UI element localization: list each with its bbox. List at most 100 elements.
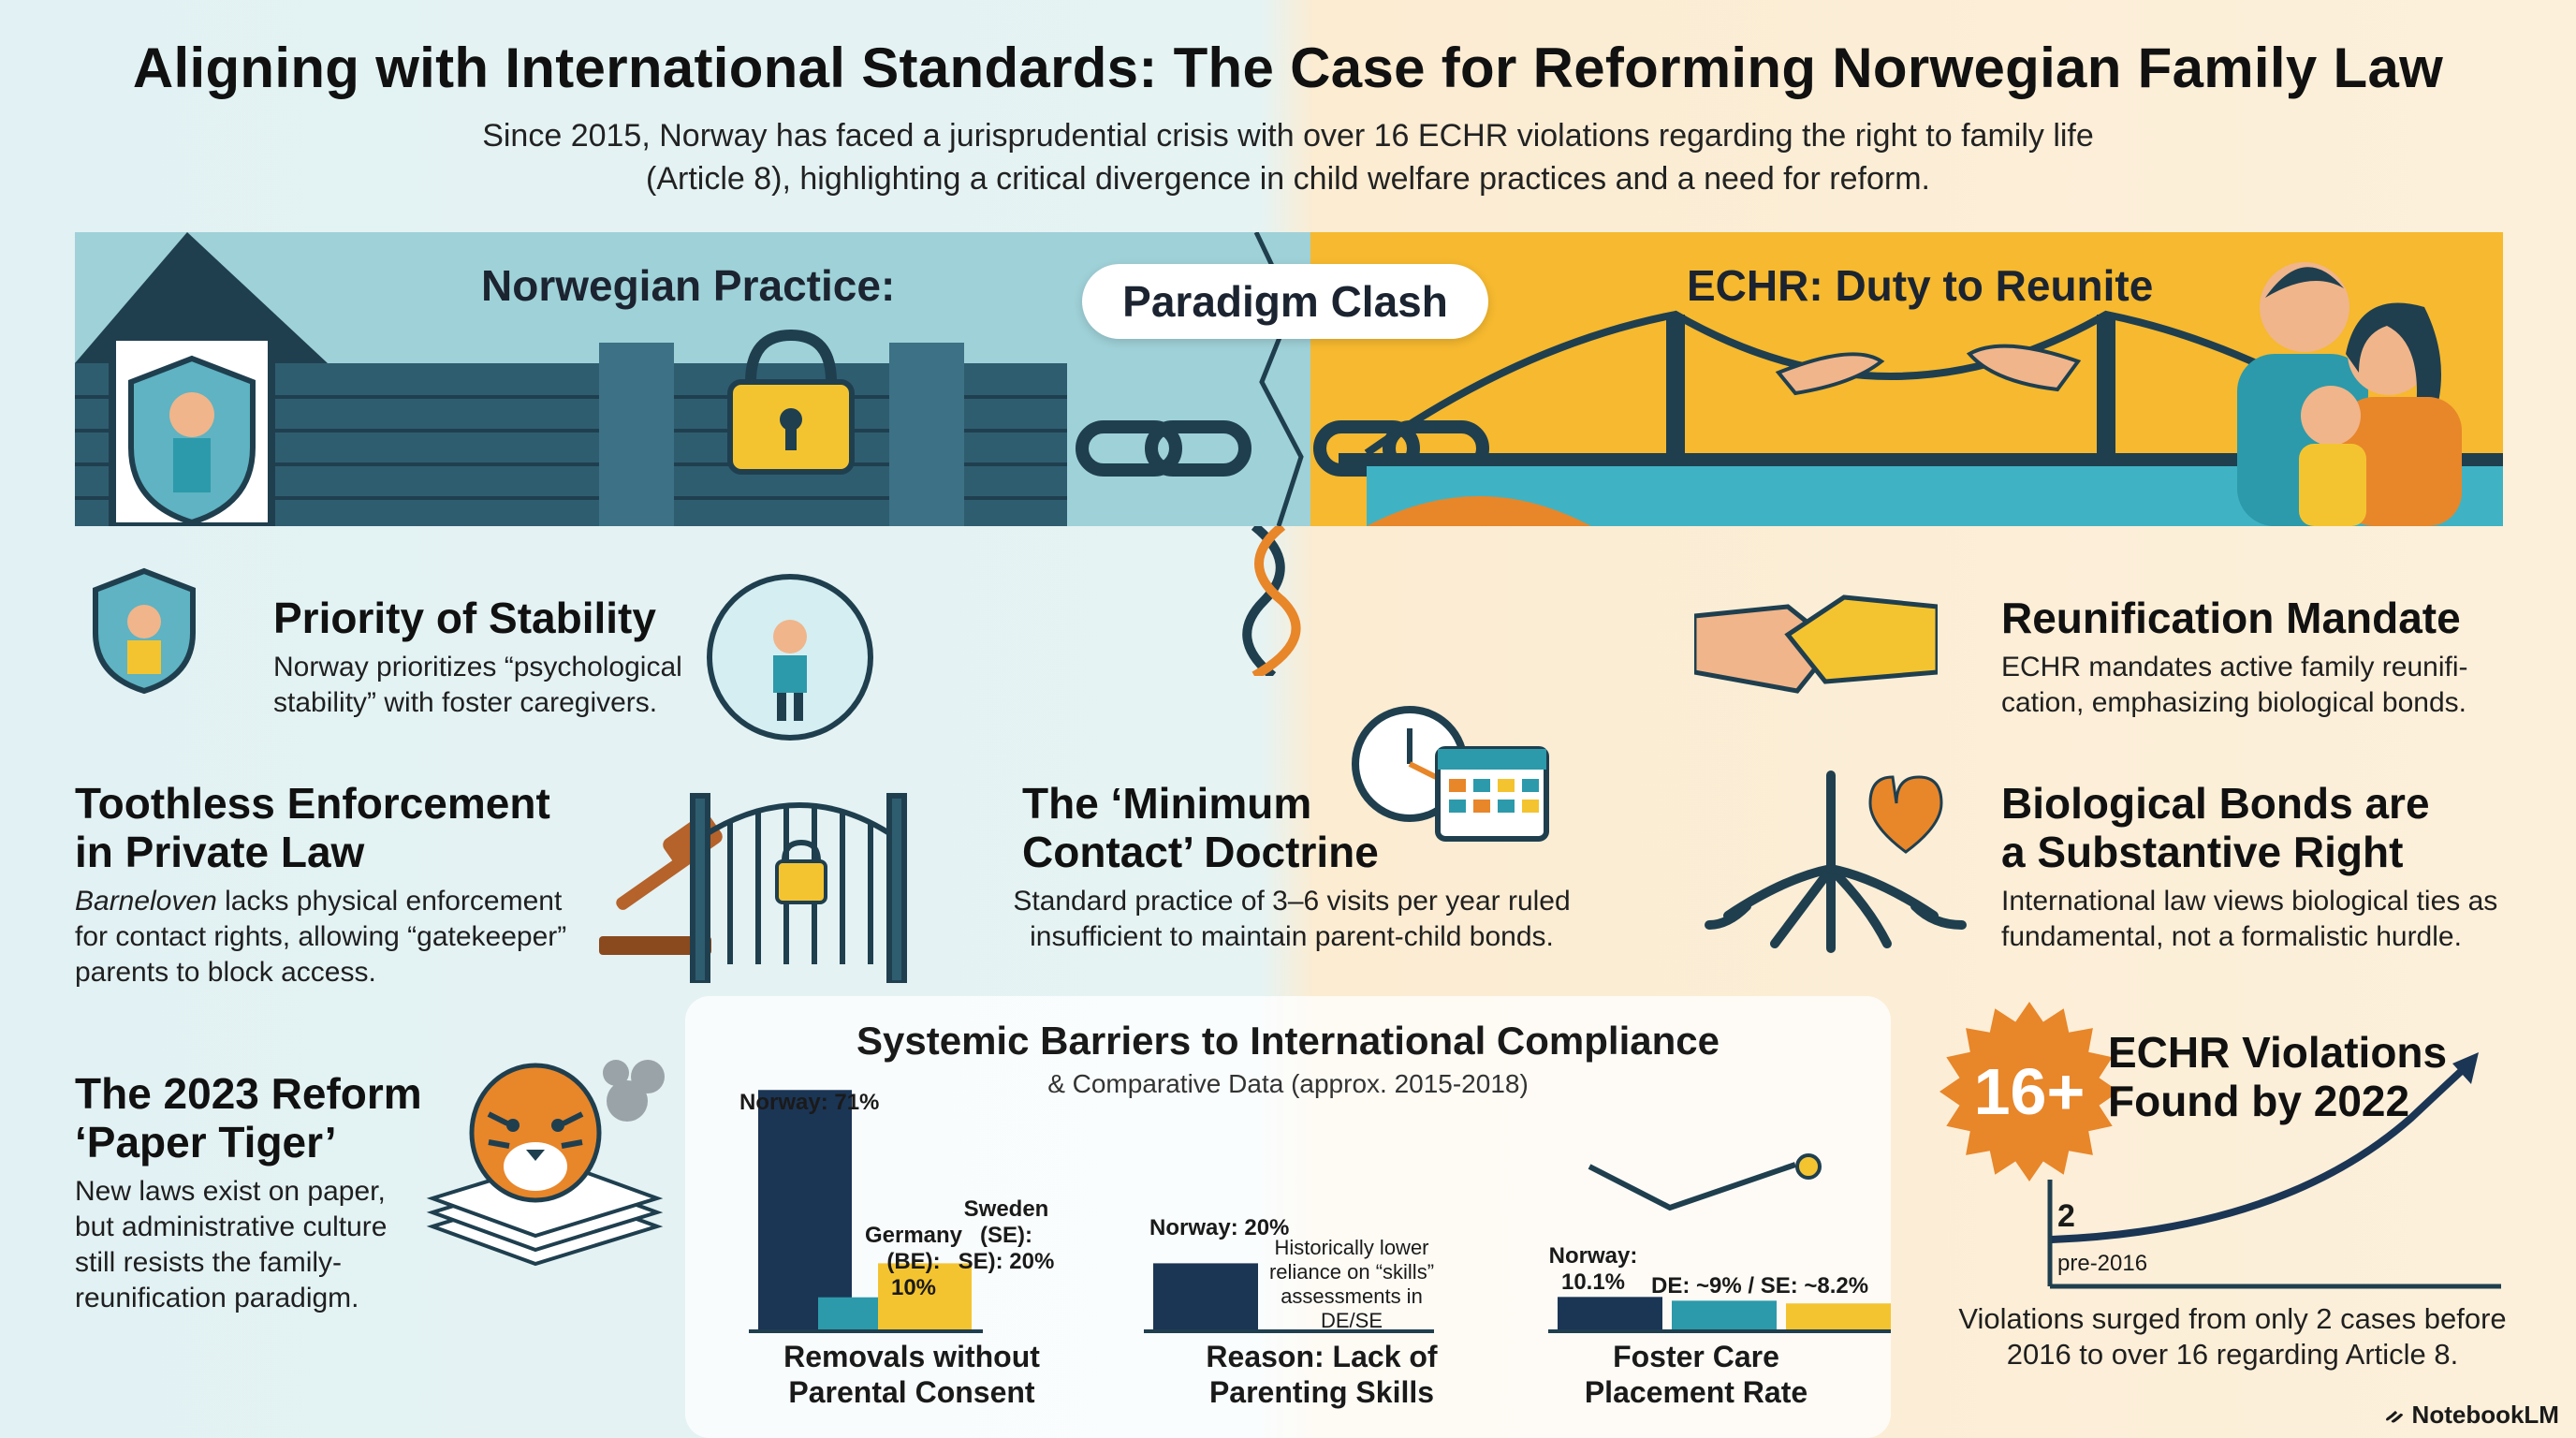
bar-label-norway-foster-line-1: Norway: <box>1548 1243 1638 1269</box>
biological-body: International law views biological ties … <box>2001 884 2497 955</box>
minimum-contact-title-line-1: The ‘Minimum <box>1022 779 1312 828</box>
shield-child-icon <box>93 567 196 695</box>
bar-label-germany-line-2: (BE): <box>886 1249 941 1274</box>
chart-bar-2-2 <box>1786 1303 1891 1331</box>
chart-bar-0-0 <box>758 1090 852 1331</box>
biological-body-line-2: fundamental, not a formalistic hurdle. <box>2001 921 2462 952</box>
heart-icon <box>1868 775 1943 854</box>
bubble-child-icon <box>707 574 873 741</box>
reform-body-line-4: reunification paradigm. <box>75 1283 359 1313</box>
violations-title: ECHR Violations Found by 2022 <box>2108 1028 2447 1125</box>
growth-arrow-icon <box>2452 1052 2479 1084</box>
stability-body-line-1: Norway prioritizes “psychological <box>273 652 682 682</box>
family-icon <box>2237 262 2462 526</box>
chart-caption-removals-line-1: Removals without <box>783 1340 1040 1373</box>
violations-caption-line-2: 2016 to over 16 regarding Article 8. <box>2006 1338 2459 1371</box>
bar-label-sweden-line-2: SE): 20% <box>958 1249 1055 1274</box>
gavel-gate-icon <box>599 793 907 983</box>
foster-trend-line <box>1588 1153 1822 1211</box>
biological-title: Biological Bonds are a Substantive Right <box>2001 779 2430 876</box>
minimum-contact-body: Standard practice of 3–6 visits per year… <box>1011 884 1573 955</box>
reform-body-line-3: still resists the family- <box>75 1247 343 1278</box>
chart-caption-foster-line-1: Foster Care <box>1613 1340 1779 1373</box>
page-title: Aligning with International Standards: T… <box>132 37 2444 99</box>
enforcement-title-line-1: Toothless Enforcement <box>75 779 550 828</box>
roots-icon <box>1705 770 1967 953</box>
skills-note: Historically lower reliance on “skills” … <box>1266 1236 1438 1333</box>
bar-label-germany-line-3: 10% <box>890 1275 937 1300</box>
enforcement-title: Toothless Enforcement in Private Law <box>75 779 550 876</box>
biological-body-line-1: International law views biological ties … <box>2001 886 2498 917</box>
chart-svg <box>749 1090 1891 1333</box>
starburst-badge-icon <box>1939 1002 2119 1181</box>
violations-title-line-2: Found by 2022 <box>2108 1077 2410 1125</box>
bar-label-de-se-foster: DE: ~9% / SE: ~8.2% <box>1651 1273 1869 1299</box>
chart-caption-removals-line-2: Parental Consent <box>788 1375 1035 1409</box>
subtitle-line-1: Since 2015, Norway has faced a jurisprud… <box>482 118 2094 154</box>
house-icon <box>75 232 328 526</box>
reform-body-line-2: but administrative culture <box>75 1211 388 1242</box>
chart-bar-2-0 <box>1558 1297 1662 1331</box>
paper-tiger-icon <box>426 1060 665 1267</box>
minimum-contact-title-line-2: Contact’ Doctrine <box>1022 828 1379 876</box>
bar-label-norway-removals: Norway: 71% <box>739 1090 880 1115</box>
reunification-body: ECHR mandates active family reunifi- cat… <box>2001 650 2468 721</box>
skills-note-line-1: Historically lower <box>1274 1236 1429 1259</box>
enforcement-body-line-1-rest: lacks physical enforcement <box>216 886 563 917</box>
chart-bar-2-1 <box>1672 1300 1777 1331</box>
notebooklm-logo-icon: ᨀ <box>2385 1401 2412 1429</box>
bar-label-norway-skills: Norway: 20% <box>1149 1215 1290 1240</box>
chart-caption-removals: Removals without Parental Consent <box>758 1339 1065 1410</box>
violations-title-line-1: ECHR Violations <box>2108 1028 2448 1077</box>
gate-padlock-icon <box>775 839 827 904</box>
enforcement-body-line-1: Barneloven lacks physical enforcement <box>75 884 566 919</box>
banner-right-heading: ECHR: Duty to Reunite <box>1687 261 2154 310</box>
notebooklm-brand: ᨀ NotebookLM <box>2385 1401 2559 1431</box>
chart-caption-skills: Reason: Lack of Parenting Skills <box>1170 1339 1473 1410</box>
chart-bar-0-2 <box>878 1263 972 1331</box>
reform-body: New laws exist on paper, but administrat… <box>75 1174 388 1316</box>
chart-bar-1-0 <box>1153 1263 1258 1331</box>
barneloven-term: Barneloven <box>75 886 217 917</box>
paradigm-clash-label: Paradigm Clash <box>1082 264 1488 339</box>
smoke-icon <box>603 1060 665 1122</box>
reunification-title: Reunification Mandate <box>2001 594 2461 642</box>
bar-label-norway-foster-line-2: 10.1% <box>1560 1269 1626 1295</box>
rope-divider-icon <box>1242 526 1301 676</box>
reform-title: The 2023 Reform ‘Paper Tiger’ <box>75 1069 422 1167</box>
minimum-contact-title: The ‘Minimum Contact’ Doctrine <box>1022 779 1379 876</box>
chart-caption-skills-line-1: Reason: Lack of <box>1206 1340 1438 1373</box>
page-subtitle: Since 2015, Norway has faced a jurisprud… <box>352 114 2224 200</box>
biological-title-line-1: Biological Bonds are <box>2001 779 2430 828</box>
broken-chain-icon <box>1076 420 1489 477</box>
minimum-contact-body-line-1: Standard practice of 3–6 visits per year… <box>1013 886 1571 917</box>
skills-note-line-3: assessments in DE/SE <box>1281 1284 1423 1332</box>
chart-title: Systemic Barriers to International Compl… <box>856 1019 1720 1063</box>
chart-caption-foster: Foster Care Placement Rate <box>1544 1339 1848 1410</box>
violations-start-label: pre-2016 <box>2057 1251 2148 1276</box>
roots-heart-icon <box>1705 770 1967 953</box>
bar-label-norway-foster: Norway: 10.1% <box>1546 1243 1640 1296</box>
violations-start-value: 2 <box>2057 1198 2075 1234</box>
bar-label-sweden-line-1: Sweden (SE): <box>963 1196 1049 1248</box>
chart-panel <box>685 996 1891 1438</box>
bar-label-sweden-removals: Sweden (SE): SE): 20% <box>945 1196 1067 1275</box>
enforcement-title-line-2: in Private Law <box>75 828 365 876</box>
biological-title-line-2: a Substantive Right <box>2001 828 2404 876</box>
banner-left-heading: Norwegian Practice: <box>481 261 896 310</box>
chart-caption-foster-line-2: Placement Rate <box>1584 1375 1808 1409</box>
violations-caption: Violations surged from only 2 cases befo… <box>1947 1301 2518 1372</box>
bar-label-germany-removals: Germany (BE): 10% <box>857 1223 970 1301</box>
enforcement-body: Barneloven lacks physical enforcement fo… <box>75 884 566 990</box>
reform-title-line-1: The 2023 Reform <box>75 1069 422 1118</box>
stability-body: Norway prioritizes “psychological stabil… <box>273 650 682 721</box>
enforcement-body-line-3: parents to block access. <box>75 957 376 988</box>
gate-icon <box>690 793 907 983</box>
tiger-icon <box>469 1063 602 1203</box>
reform-body-line-1: New laws exist on paper, <box>75 1176 386 1207</box>
chart-subtitle: & Comparative Data (approx. 2015-2018) <box>1047 1069 1529 1098</box>
minimum-contact-body-line-2: insufficient to maintain parent-child bo… <box>1030 921 1554 952</box>
violations-caption-line-1: Violations surged from only 2 cases befo… <box>1958 1302 2507 1335</box>
stability-body-line-2: stability” with foster caregivers. <box>273 687 658 718</box>
subtitle-line-2: (Article 8), highlighting a critical div… <box>646 161 1930 197</box>
